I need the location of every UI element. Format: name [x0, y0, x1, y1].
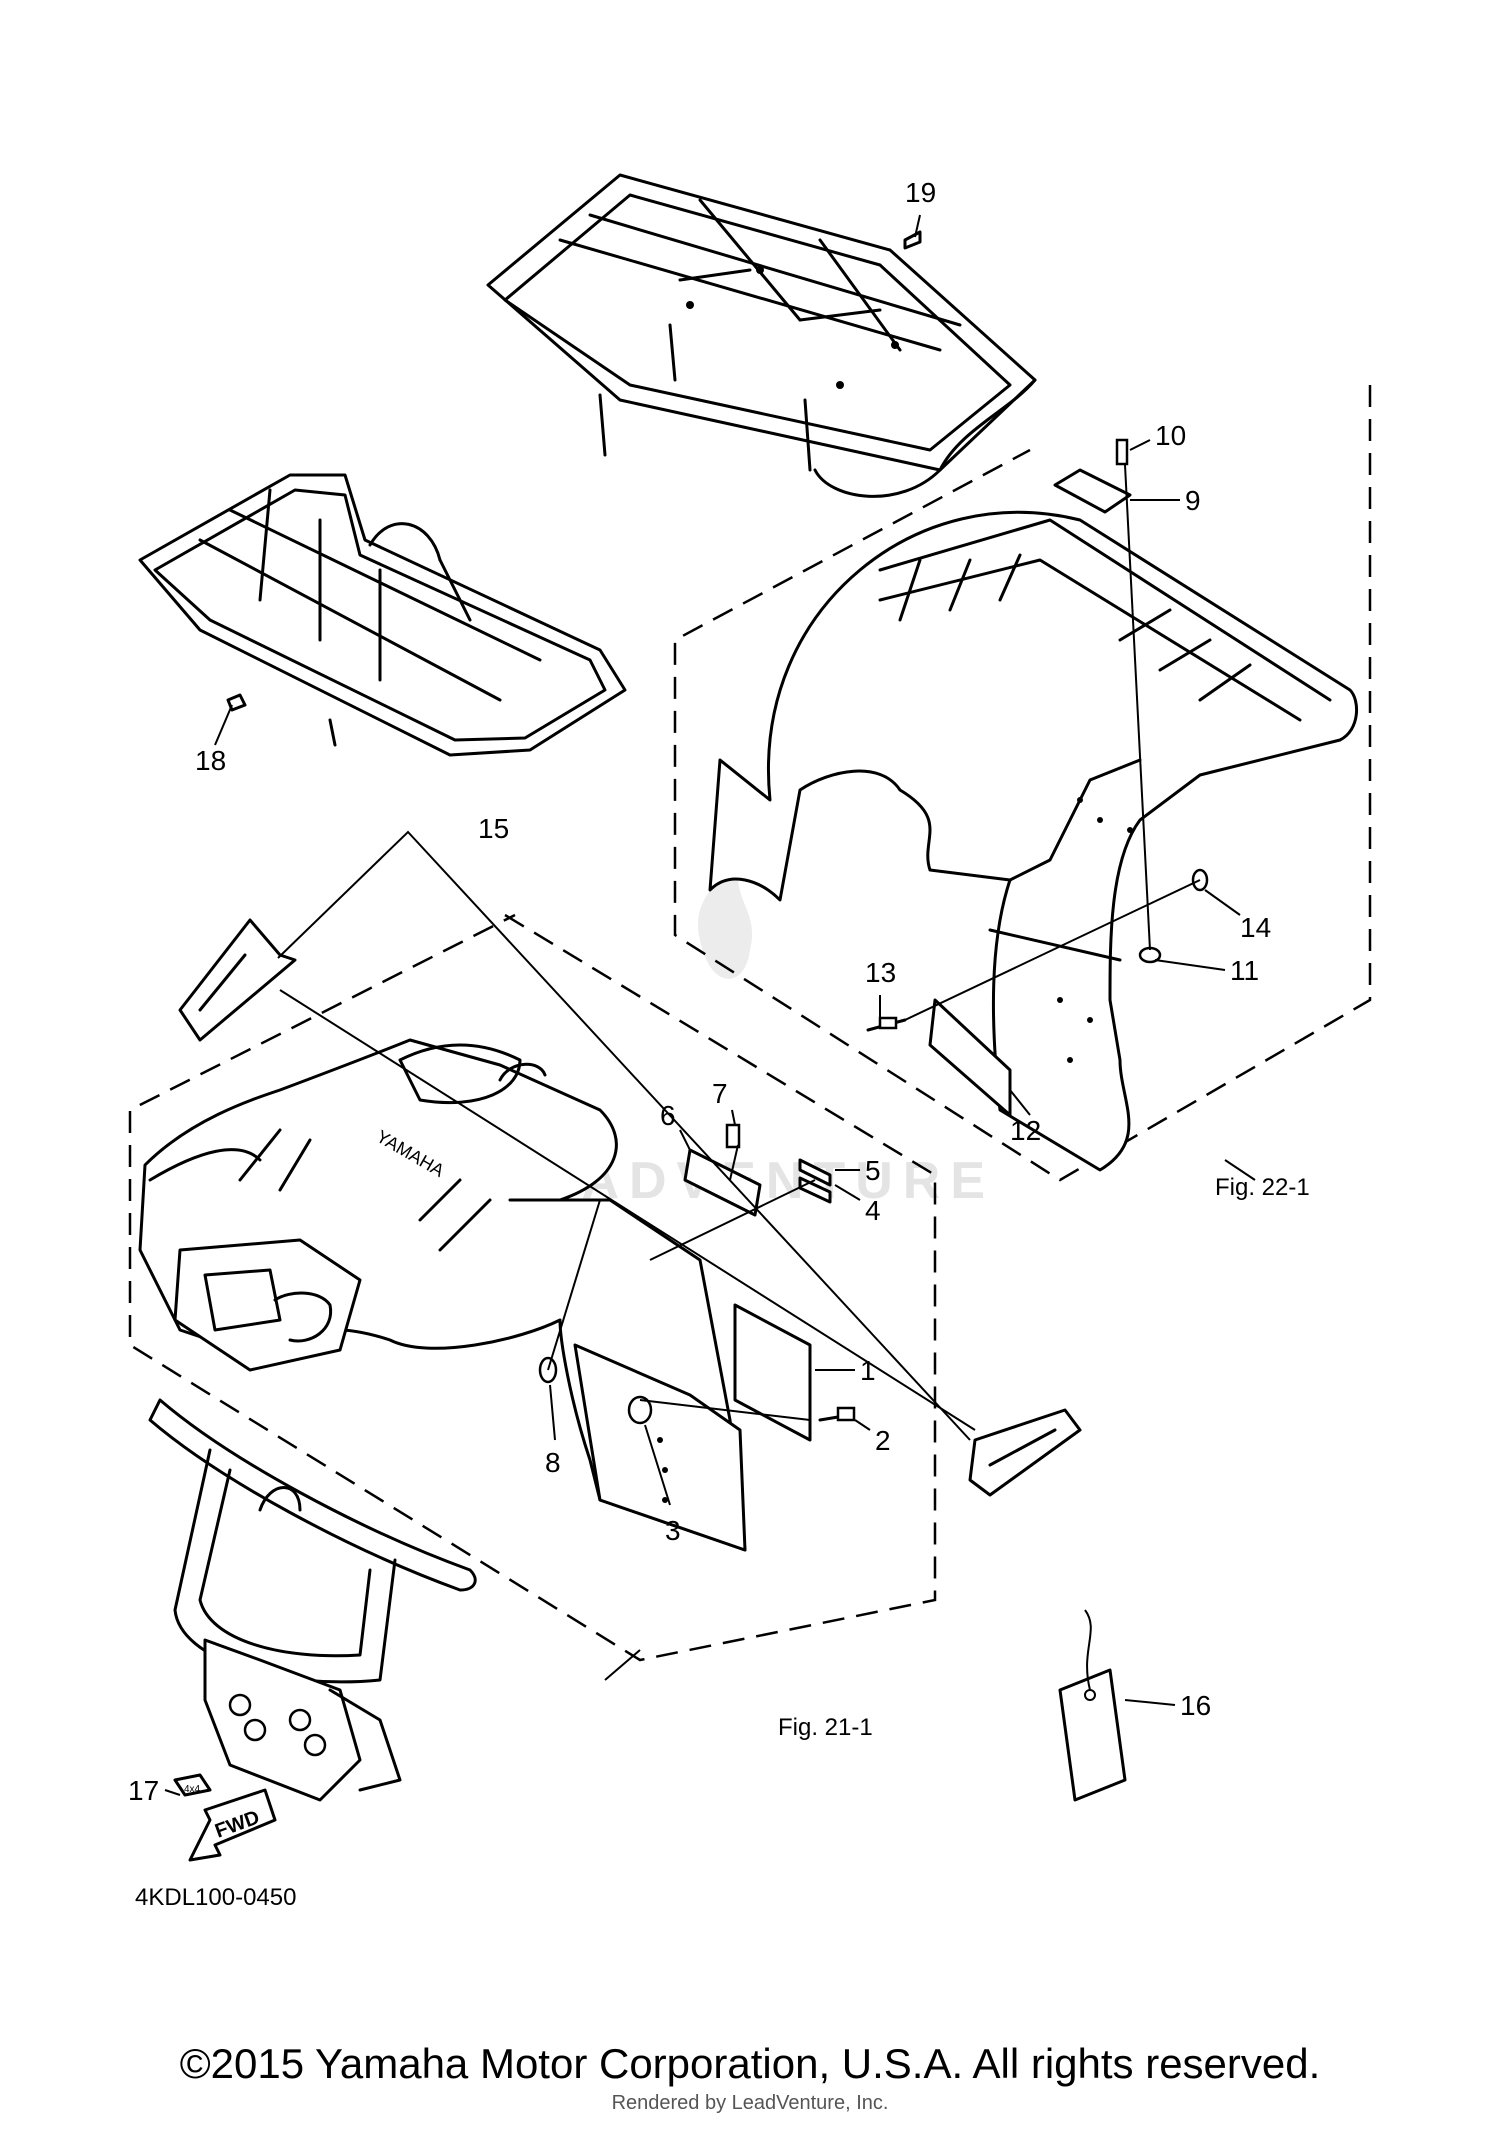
callout-4: 4 — [865, 1195, 881, 1226]
callout-3: 3 — [665, 1515, 681, 1546]
callout-6: 6 — [660, 1100, 676, 1131]
callout-14: 14 — [1240, 912, 1271, 943]
drawing-code: 4KDL100-0450 — [135, 1884, 296, 1911]
callout-11: 11 — [1230, 955, 1259, 986]
callout-7: 7 — [712, 1078, 728, 1109]
rear-carrier — [486, 173, 1037, 498]
callout-13: 13 — [865, 957, 896, 988]
screw-7 — [725, 1123, 741, 1149]
callout-17: 17 — [128, 1775, 159, 1806]
badge-17-part — [173, 1773, 212, 1797]
fig-ref-22-1: Fig. 22-1 — [1215, 1174, 1310, 1201]
callout-9: 9 — [1185, 485, 1201, 516]
callout-19: 19 — [905, 177, 936, 208]
screw-10 — [1115, 438, 1129, 466]
washer-3 — [627, 1395, 653, 1425]
cover-plate-1 — [733, 1303, 812, 1442]
callout-16: 16 — [1180, 1690, 1211, 1721]
plate-9 — [1053, 468, 1132, 514]
label-19-part — [903, 230, 922, 250]
front-fender: YAMAHA — [128, 913, 937, 1662]
callout-8: 8 — [545, 1447, 561, 1478]
fig-ref-21-1: Fig. 21-1 — [778, 1714, 873, 1741]
rendered-by-notice: Rendered by LeadVenture, Inc. — [611, 2092, 889, 2114]
callout-1: 1 — [860, 1355, 876, 1386]
cover-plate-12 — [928, 998, 1012, 1117]
decal-15 — [178, 830, 1082, 1497]
leader-lines — [164, 214, 1256, 1796]
badge-text: 4x4 — [184, 1784, 201, 1795]
callout-10: 10 — [1155, 420, 1186, 451]
screw-2 — [836, 1406, 856, 1422]
callout-12: 12 — [1010, 1115, 1041, 1146]
label-5-part — [798, 1158, 832, 1187]
front-bumper: 4x4 — [148, 1398, 477, 1802]
rear-fender — [673, 385, 1372, 1182]
front-carrier — [138, 473, 627, 757]
callout-2: 2 — [875, 1425, 891, 1456]
tag-16 — [1058, 1609, 1127, 1802]
callouts: 1 2 3 4 5 6 7 8 9 10 11 12 13 14 15 16 1… — [128, 177, 1271, 1806]
copyright-notice: ©2015 Yamaha Motor Corporation, U.S.A. A… — [179, 2040, 1321, 2087]
plate-6 — [683, 1148, 762, 1217]
callout-18: 18 — [195, 745, 226, 776]
fwd-arrow: FWD — [188, 1788, 277, 1862]
callout-15: 15 — [478, 813, 509, 844]
callout-5: 5 — [865, 1155, 881, 1186]
screw-13 — [878, 1016, 898, 1030]
